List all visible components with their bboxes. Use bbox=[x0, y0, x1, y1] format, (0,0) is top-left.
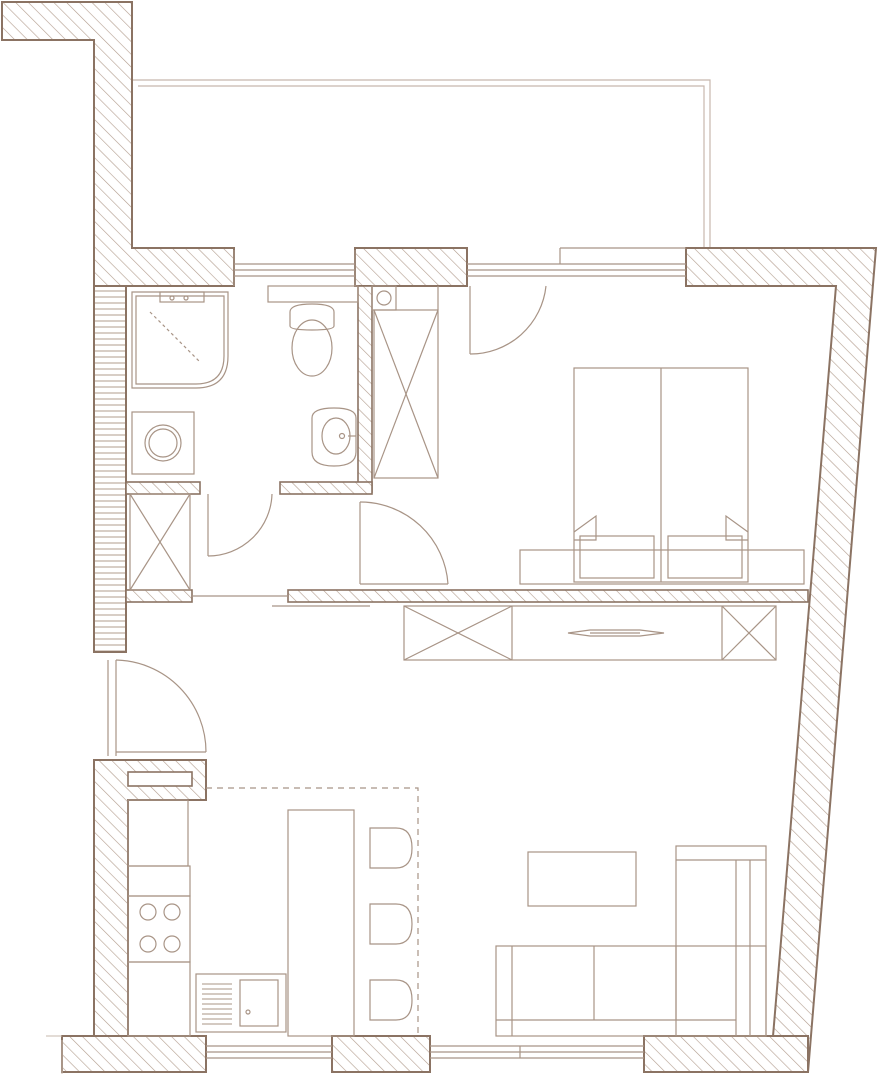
bar-stool bbox=[369, 979, 413, 1021]
wardrobe bbox=[403, 605, 777, 661]
bedroom-door bbox=[359, 501, 449, 585]
bedroom-window bbox=[467, 247, 686, 277]
wall-top-left bbox=[1, 1, 235, 287]
closet bbox=[371, 285, 439, 479]
shower bbox=[131, 291, 229, 389]
bar-stool bbox=[369, 903, 413, 945]
balcony-door bbox=[469, 285, 547, 355]
wall-bottom-right bbox=[643, 1035, 809, 1073]
sink bbox=[311, 407, 357, 467]
bar-stool bbox=[369, 827, 413, 869]
living-window-right bbox=[430, 1045, 644, 1059]
bathroom bbox=[131, 285, 359, 475]
kitchen bbox=[127, 787, 419, 1037]
boiler bbox=[371, 285, 397, 311]
counter bbox=[127, 865, 191, 897]
bathroom-window bbox=[233, 250, 356, 286]
kitchen-sink bbox=[195, 973, 287, 1033]
wall-left-lower bbox=[93, 759, 207, 1037]
wall-bottom-mid bbox=[331, 1035, 431, 1073]
sofa bbox=[495, 845, 767, 1037]
bed bbox=[573, 367, 749, 583]
hall-storage bbox=[129, 493, 191, 591]
coffee-table bbox=[527, 851, 637, 907]
entrance-door bbox=[107, 659, 207, 756]
wall-top-mid bbox=[354, 247, 468, 287]
toilet bbox=[267, 285, 359, 377]
closet-storage bbox=[373, 309, 439, 479]
bathroom-door bbox=[207, 493, 273, 557]
closet-door bbox=[192, 595, 370, 607]
nightstand bbox=[519, 549, 805, 585]
counter-top bbox=[127, 799, 189, 867]
windows bbox=[206, 247, 686, 1059]
wall-left-upper bbox=[93, 285, 127, 653]
bar-counter bbox=[287, 809, 355, 1037]
doors bbox=[107, 285, 547, 756]
stove bbox=[127, 895, 191, 963]
living-window-left bbox=[206, 1045, 332, 1059]
entry-step bbox=[46, 1035, 63, 1074]
washing-machine bbox=[131, 411, 195, 475]
wall-bottom-left bbox=[61, 1035, 207, 1073]
living-room bbox=[495, 845, 767, 1037]
balcony bbox=[132, 79, 711, 250]
bedroom bbox=[519, 367, 805, 585]
